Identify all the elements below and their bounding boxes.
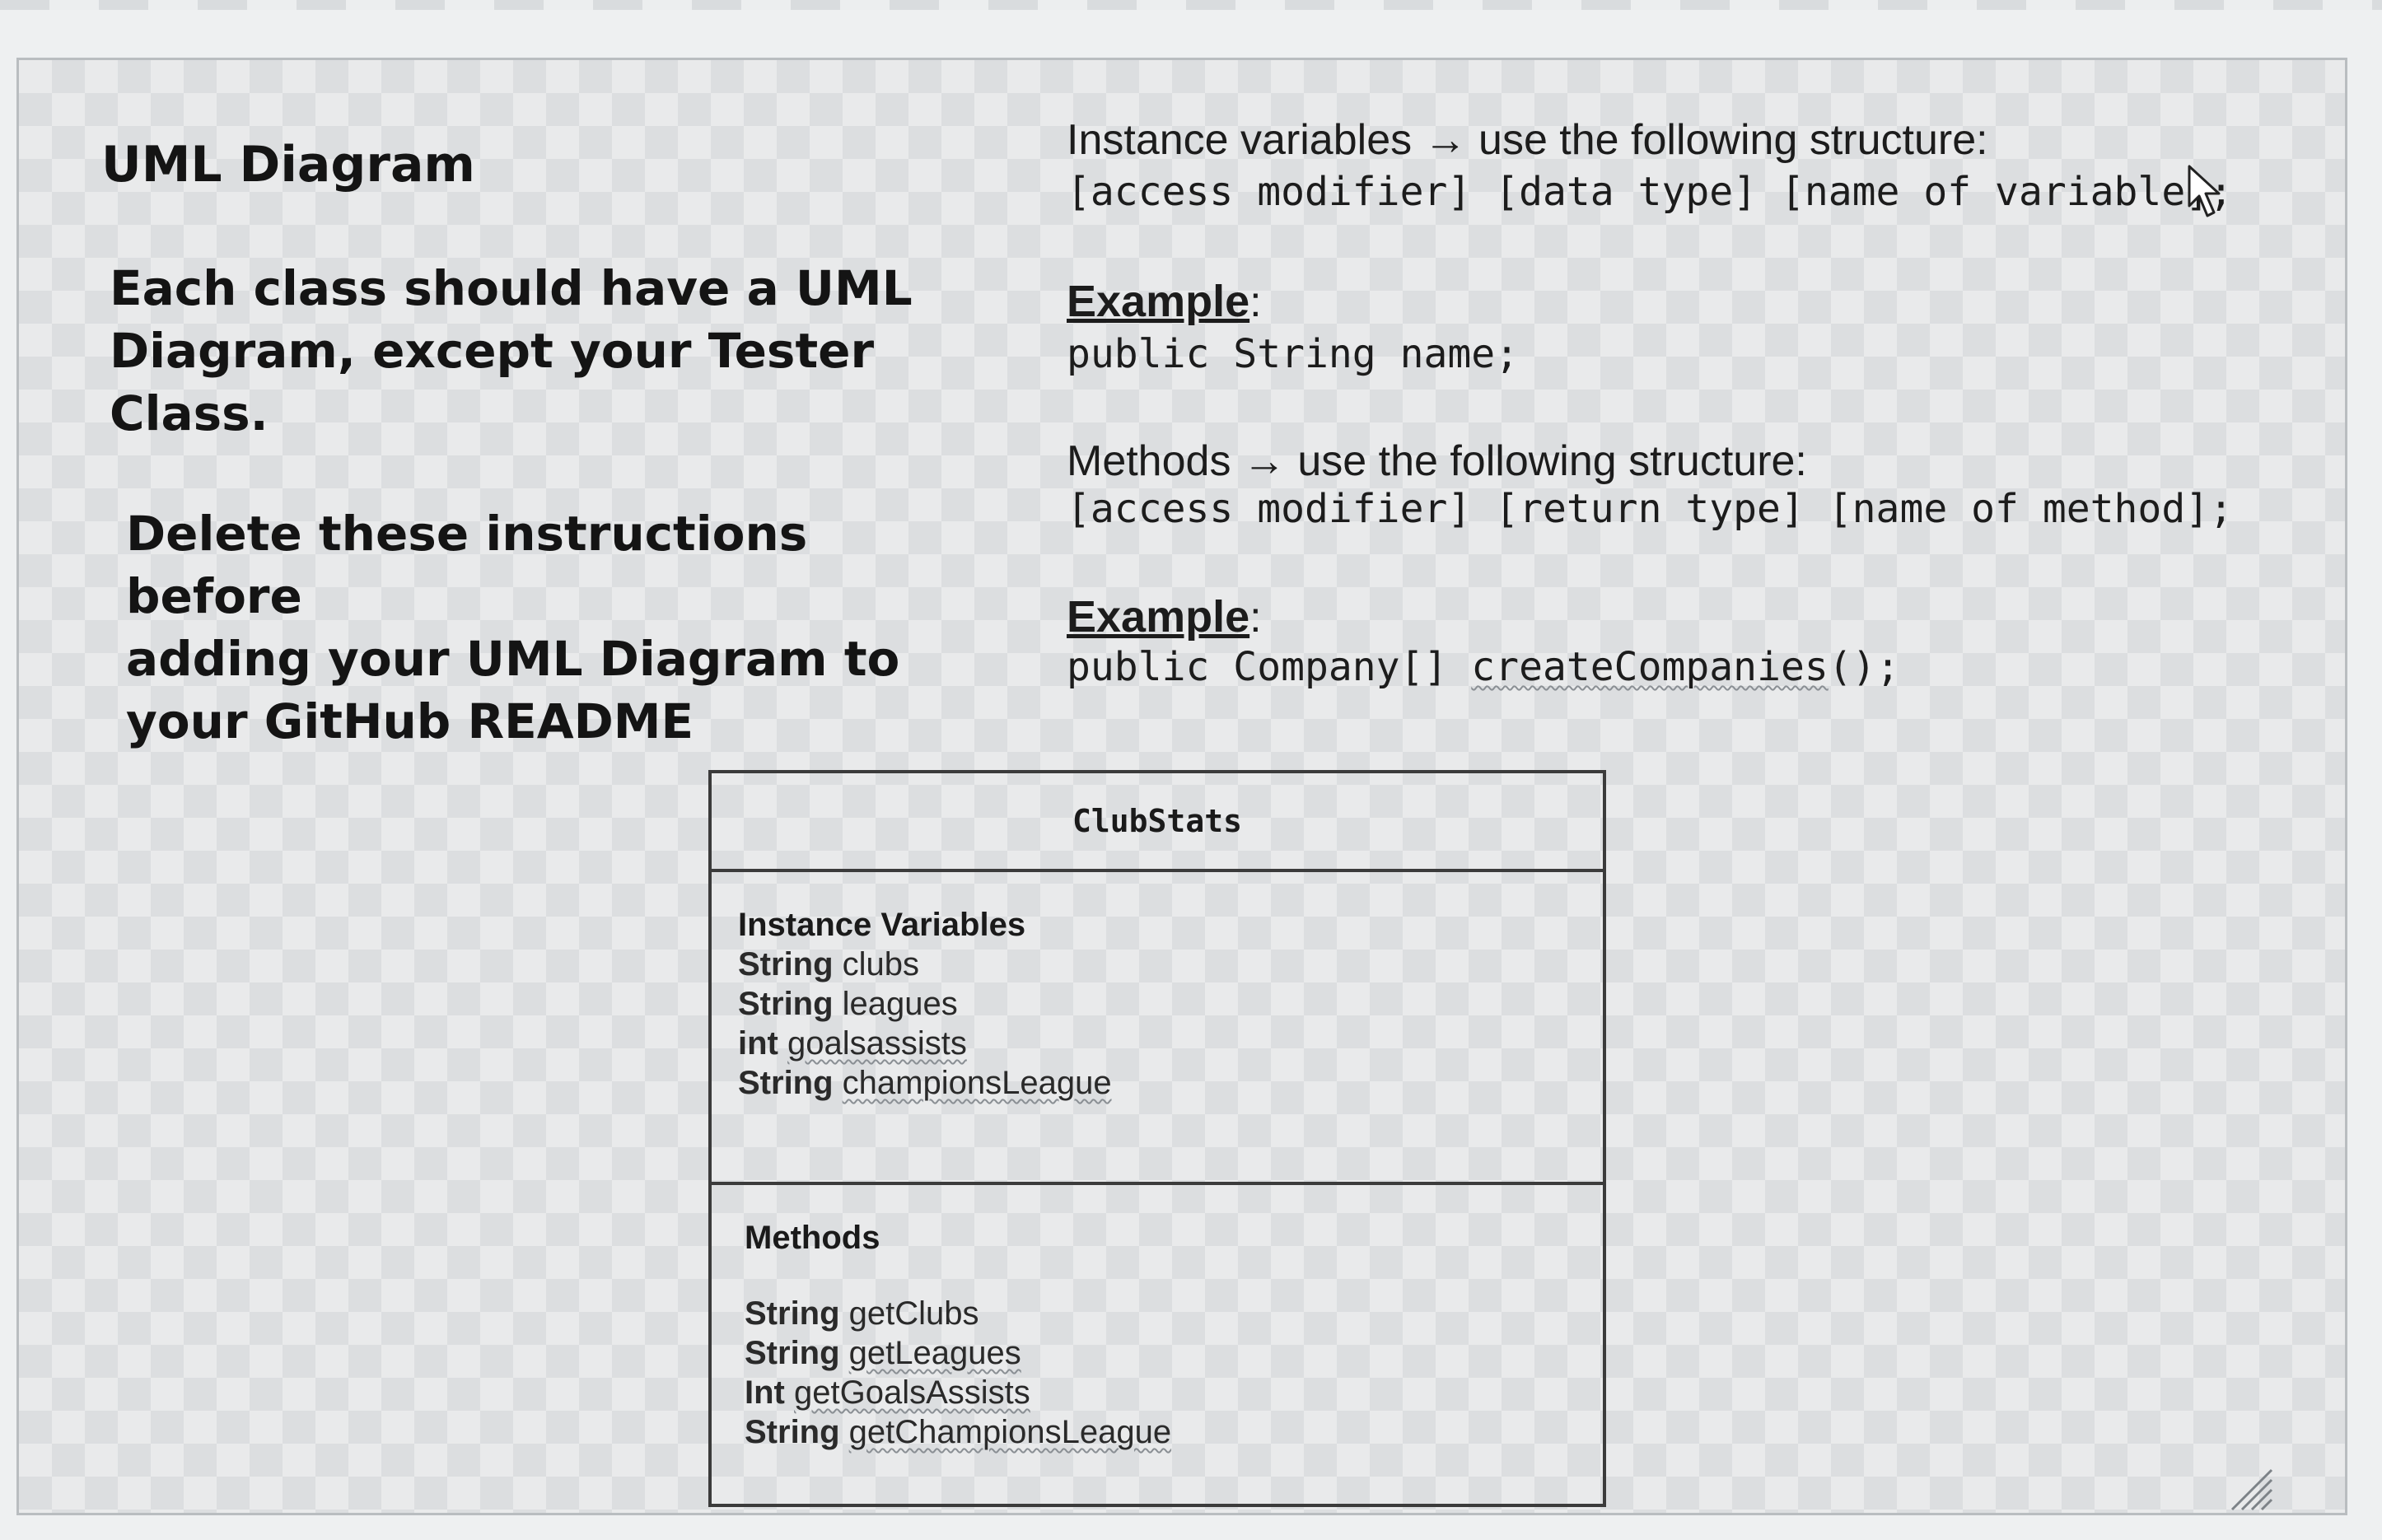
instruction-uml-required: Each class should have a UML Diagram, ex… [110, 257, 983, 445]
uml-methods-section: Methods String getClubs String getLeague… [712, 1185, 1603, 1452]
instruction-line: Delete these instructions before [126, 506, 808, 624]
uml-type: Int [745, 1374, 785, 1411]
uml-method: String getLeagues [745, 1333, 1578, 1373]
resize-grip-icon[interactable] [2224, 1462, 2273, 1511]
instance-example-code: public String name; [1067, 331, 1520, 377]
instruction-delete-before-readme: Delete these instructions before adding … [126, 502, 999, 753]
methods-heading: Methods → use the following structure: [1067, 437, 1807, 485]
uml-method-name: getLeagues [848, 1335, 1021, 1371]
slide-canvas[interactable] [16, 58, 2347, 1515]
uml-variable: String championsLeague [738, 1063, 1578, 1103]
uml-type: String [745, 1335, 840, 1371]
instance-example-heading: Example: [1067, 276, 1262, 327]
methods-example-code: public Company[] createCompanies(); [1067, 644, 1899, 690]
uml-method-name: getChampionsLeague [848, 1414, 1172, 1450]
uml-method-name: getGoalsAssists [794, 1374, 1030, 1411]
instance-variables-heading: Instance variables → use the following s… [1067, 116, 1988, 164]
uml-vars-title: Instance Variables [738, 907, 1026, 943]
uml-method: String getChampionsLeague [745, 1412, 1578, 1452]
uml-type: String [745, 1295, 840, 1332]
example-colon: : [1249, 278, 1262, 326]
uml-var-name: clubs [842, 946, 920, 982]
example-label: Example [1067, 592, 1250, 642]
uml-variable: String leagues [738, 984, 1578, 1024]
uml-method: Int getGoalsAssists [745, 1373, 1578, 1412]
uml-variable: String clubs [738, 945, 1578, 984]
uml-class-name: ClubStats [712, 773, 1603, 872]
instruction-line: Each class should have a UML [110, 260, 913, 316]
methods-example-heading: Example: [1067, 591, 1262, 642]
example-colon: : [1249, 594, 1262, 642]
mouse-pointer-icon [2188, 165, 2221, 217]
uml-type: int [738, 1025, 778, 1062]
uml-type: String [738, 946, 834, 982]
uml-type: String [738, 986, 834, 1022]
example-label: Example [1067, 277, 1250, 326]
uml-method: String getClubs [745, 1294, 1578, 1333]
window-top-strip [0, 0, 2382, 10]
instruction-line: Class. [110, 385, 269, 441]
instruction-line: your GitHub README [126, 693, 694, 749]
instance-variables-structure: [access modifier] [data type] [name of v… [1067, 169, 2234, 215]
uml-type: String [745, 1414, 840, 1450]
uml-methods-title: Methods [745, 1220, 880, 1256]
page-title: UML Diagram [101, 136, 475, 194]
code-suffix: (); [1828, 644, 1900, 690]
code-method-name: createCompanies [1471, 644, 1829, 690]
uml-method-name: getClubs [848, 1295, 979, 1332]
instruction-line: Diagram, except your Tester [110, 323, 875, 379]
uml-type: String [738, 1065, 834, 1101]
uml-variable: int goalsassists [738, 1024, 1578, 1063]
uml-var-name: leagues [842, 986, 958, 1022]
uml-var-name: championsLeague [842, 1065, 1112, 1101]
code-prefix: public Company[] [1067, 644, 1472, 690]
methods-structure: [access modifier] [return type] [name of… [1067, 486, 2234, 532]
uml-class-box[interactable]: ClubStats Instance Variables String club… [708, 770, 1606, 1507]
uml-instance-variables-section: Instance Variables String clubs String l… [712, 872, 1603, 1185]
uml-var-name: goalsassists [787, 1025, 967, 1062]
instruction-line: adding your UML Diagram to [126, 631, 900, 687]
